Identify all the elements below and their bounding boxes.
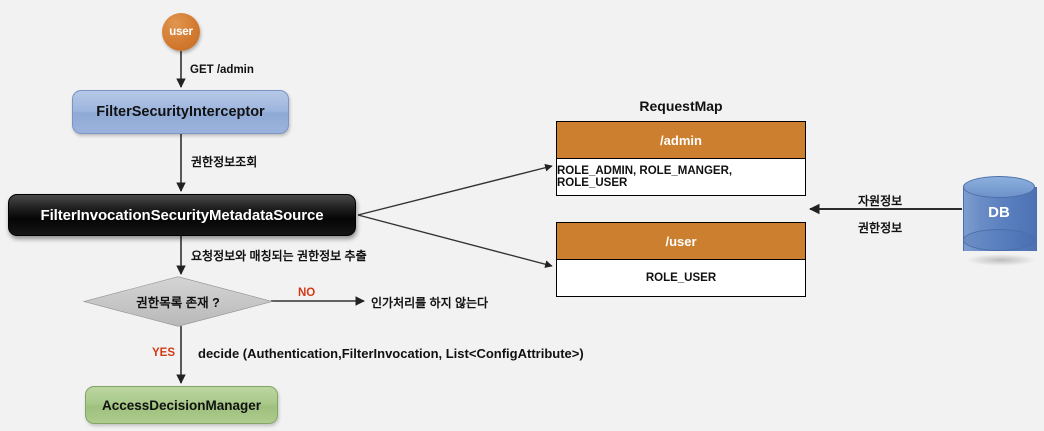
node-database[interactable]: DB [963,176,1037,262]
requestmap-admin-roles: ROLE_ADMIN, ROLE_MANGER, ROLE_USER [557,165,733,189]
requestmap-user-roles: ROLE_USER [645,272,717,284]
node-decision-has-authority-list[interactable]: 권한목록 존재 ? [85,277,271,326]
edge-label-decide-call: decide (Authentication,FilterInvocation,… [198,346,584,361]
edge-label-branch-yes: YES [152,347,176,359]
filter-security-interceptor-label: FilterSecurityInterceptor [96,104,265,120]
node-filter-invocation-security-metadata-source[interactable]: FilterInvocationSecurityMetadataSource [8,194,356,236]
edge-label-db-resource: 자원정보 [858,194,903,208]
node-user[interactable]: user [162,13,200,51]
edge-metadatasource-to-requestmap-admin [357,163,553,216]
requestmap-user-path: /user [557,223,805,260]
node-filter-security-interceptor[interactable]: FilterSecurityInterceptor [72,90,289,134]
decision-label: 권한목록 존재 ? [136,296,220,310]
access-decision-manager-label: AccessDecisionManager [101,397,262,413]
requestmap-title: RequestMap [639,98,723,114]
requestmap-entry-user[interactable]: /user ROLE_USER [556,222,806,297]
node-no-authorization-label: 인가처리를 하지 않는다 [371,296,489,310]
db-shadow [966,254,1036,266]
requestmap-entry-admin[interactable]: /admin ROLE_ADMIN, ROLE_MANGER, ROLE_USE… [556,121,806,196]
edge-label-db-authority: 권한정보 [858,221,903,235]
user-label: user [169,26,193,38]
node-access-decision-manager[interactable]: AccessDecisionManager [85,386,278,424]
filter-invocation-security-metadata-source-label: FilterInvocationSecurityMetadataSource [40,206,324,224]
edge-label-get-admin: GET /admin [190,64,254,76]
edge-label-lookup-authority: 권한정보조회 [191,155,258,169]
edge-metadatasource-to-requestmap-user [357,214,553,268]
edge-label-extract-matching: 요청정보와 매칭되는 권한정보 추출 [191,249,367,263]
db-cylinder-top [963,176,1035,198]
requestmap-admin-path: /admin [557,122,805,159]
db-label: DB [988,204,1010,221]
edge-label-branch-no: NO [298,287,316,299]
db-cylinder-bottom [963,229,1035,251]
